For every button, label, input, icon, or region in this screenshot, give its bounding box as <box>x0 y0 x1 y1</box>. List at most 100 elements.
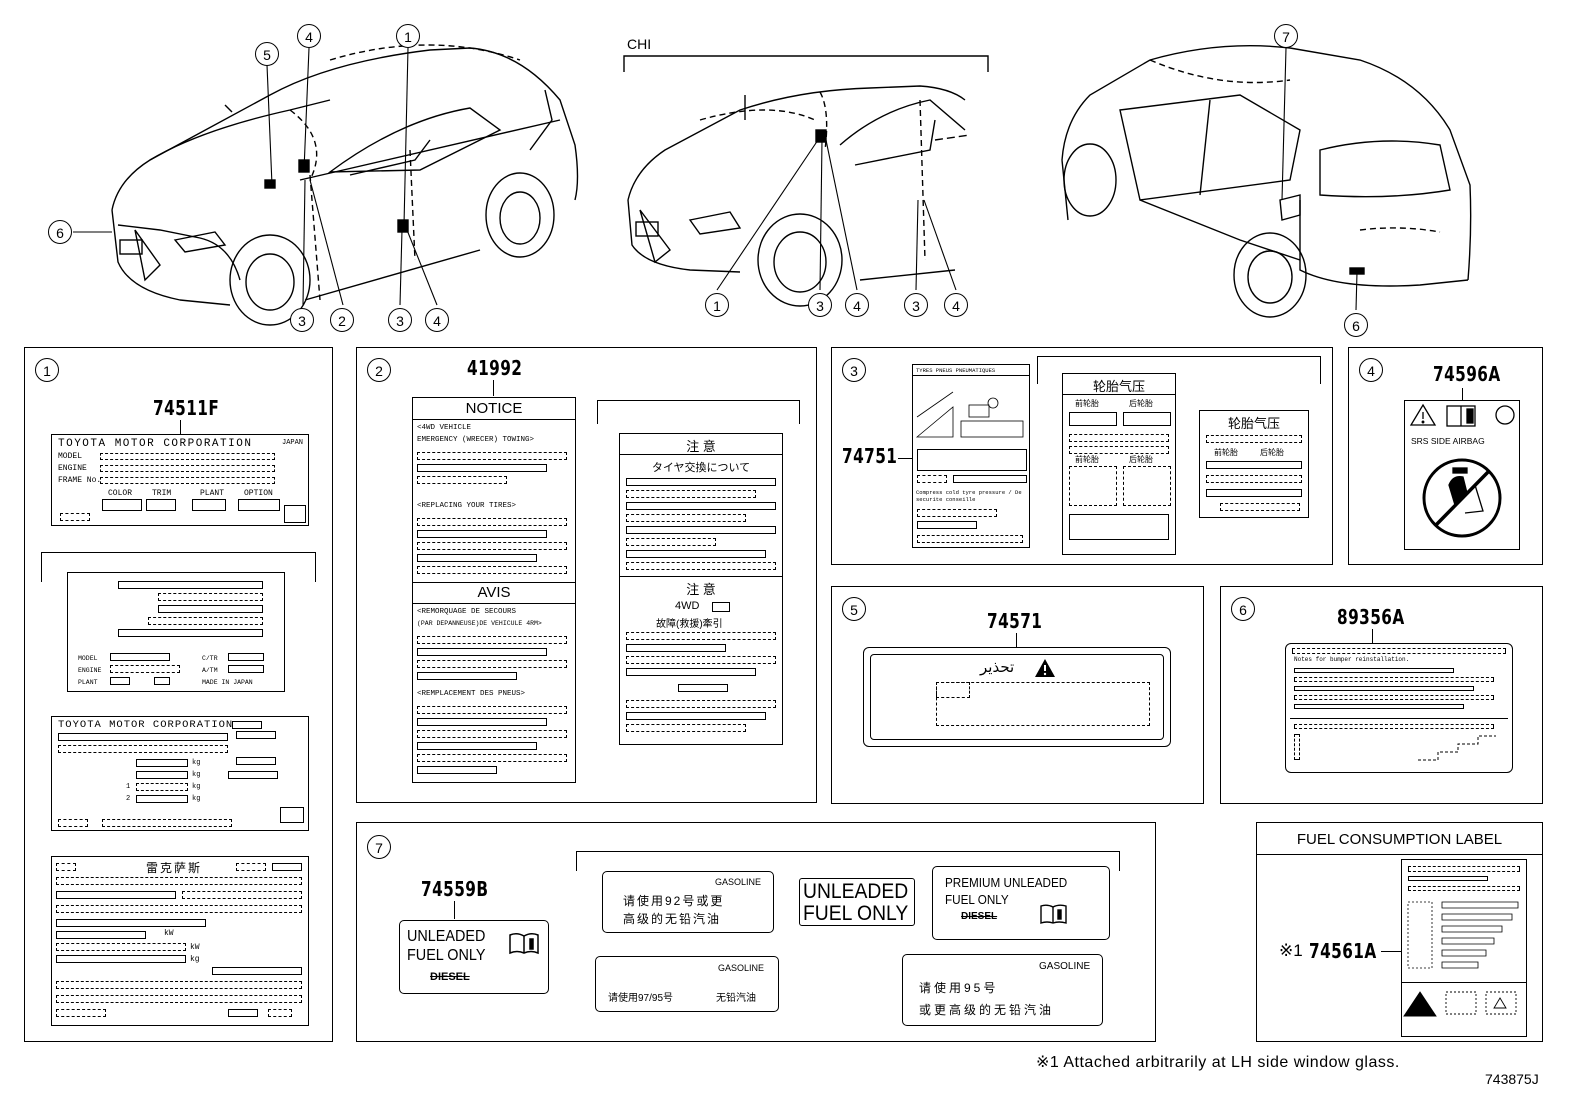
plate4-kw-2: kW <box>190 943 200 952</box>
arabic-warning-text: تحذير <box>980 659 1015 676</box>
unleaded-l1: UNLEADED <box>407 928 486 945</box>
part-number-74596a: 74596A <box>1433 362 1501 386</box>
tire-label-head: TYRES PNEUS PNEUMATIQUES <box>916 367 996 374</box>
part-number-74511f: 74511F <box>153 396 220 420</box>
vin-field-model: MODEL <box>58 452 83 461</box>
avis-line-1: <REMORQUAGE DE SECOURS <box>417 608 517 616</box>
panel-4: 4 74596A SRS SIDE AIRBAG <box>1348 347 1543 565</box>
car-front-left-view <box>111 44 579 326</box>
gas2-line-2: 无铅汽油 <box>716 993 756 1004</box>
callout-2-car1: 2 <box>330 308 354 332</box>
vin-col-plant: PLANT <box>200 489 225 498</box>
notice-line-3: <REPLACING YOUR TIRES> <box>417 502 517 510</box>
gasoline-label-95: GASOLINE 请使用95号 或更高级的无铅汽油 <box>902 954 1103 1026</box>
panel-5: 5 74571 تحذير <box>831 586 1204 804</box>
cn-notice-h1: 注 意 <box>686 439 716 454</box>
notice-line-1: <4WD VEHICLE <box>417 424 472 432</box>
plate2-plant: PLANT <box>78 679 98 686</box>
part-number-74751: 74751 <box>842 444 898 468</box>
callout-7-car3: 7 <box>1274 24 1298 48</box>
panel-5-badge: 5 <box>842 597 866 621</box>
notice-line-2: EMERGENCY (WRECER) TOWING> <box>417 436 535 444</box>
part-number-74561a: 74561A <box>1309 939 1377 963</box>
cn-notice-h2: 注 意 <box>686 582 716 597</box>
notice-title: NOTICE <box>465 400 523 417</box>
plate3-maker: TOYOTA MOTOR CORPORATION <box>58 719 234 731</box>
plate3-row-2: 2 <box>126 795 131 803</box>
gas3-line-2: 或更高级的无铅汽油 <box>919 1003 1055 1017</box>
vin-col-color: COLOR <box>108 489 133 498</box>
vin-field-engine: ENGINE <box>58 464 87 473</box>
callout-4-car1: 4 <box>297 24 321 48</box>
srs-icons <box>1409 403 1515 538</box>
tire-label-text: Compress cold tyre pressure / De securit… <box>916 489 1022 503</box>
notice-label: NOTICE <4WD VEHICLE EMERGENCY (WRECER) T… <box>412 397 576 783</box>
plate2-made-in-japan: MADE IN JAPAN <box>202 679 253 686</box>
manual-book-icon <box>1040 904 1067 924</box>
plate-2: MODEL ENGINE PLANT C/TR A/TM MADE IN JAP… <box>67 572 285 692</box>
plate4-kw-1: kW <box>164 929 174 938</box>
part-number-41992: 41992 <box>467 356 523 380</box>
callout-3b-car1: 3 <box>388 308 412 332</box>
plate-4-cn: 雷克萨斯 kW kW kg <box>51 856 309 1026</box>
vin-col-option: OPTION <box>244 489 273 498</box>
fuel-footnote-mark: ※1 <box>1279 941 1303 960</box>
panel-7: 7 74559B UNLEADED FUEL ONLY DIESEL GASOL… <box>356 822 1156 1042</box>
plate3-kg-3: kg <box>192 783 201 791</box>
gas3-title: GASOLINE <box>1039 961 1091 972</box>
plate2-atm: A/TM <box>202 667 218 674</box>
panel-6: 6 89356A Notes for bumper reinstallation… <box>1220 586 1543 804</box>
unleaded-fuel-label: UNLEADED FUEL ONLY DIESEL <box>399 920 549 994</box>
tire-cn-small-front: 前轮胎 <box>1214 448 1238 457</box>
fuel-consumption-title: FUEL CONSUMPTION LABEL <box>1296 831 1503 848</box>
drawing-id: 743875J <box>1485 1071 1539 1087</box>
callout-4b-car2: 4 <box>944 293 968 317</box>
unleaded-l2: FUEL ONLY <box>407 947 486 964</box>
no-child-seat-icon <box>1422 458 1502 538</box>
gas1-line-1: 请使用92号或更 <box>623 894 725 908</box>
footnote: ※1 Attached arbitrarily at LH side windo… <box>1036 1054 1400 1071</box>
part-number-74571: 74571 <box>987 609 1043 633</box>
tire-cn-title: 轮胎气压 <box>1092 379 1145 394</box>
premium-unleaded-label: PREMIUM UNLEADED FUEL ONLY DIESEL <box>932 866 1110 940</box>
plate3-row-1: 1 <box>126 783 131 791</box>
warning-triangle-icon <box>1409 403 1437 426</box>
cn-notice-4wd: 4WD <box>675 600 700 612</box>
car-chi-view <box>623 55 989 307</box>
premium-l1: PREMIUM UNLEADED <box>945 875 1068 890</box>
tire-label-en: TYRES PNEUS PNEUMATIQUES Compress cold t… <box>912 364 1030 548</box>
panel-4-badge: 4 <box>1359 358 1383 382</box>
tire-cn-front-2: 前轮胎 <box>1075 455 1099 464</box>
panel-fuel-consumption: FUEL CONSUMPTION LABEL ※1 74561A <box>1256 822 1543 1042</box>
panel-6-badge: 6 <box>1231 597 1255 621</box>
tire-diagram <box>915 391 1024 438</box>
panel-3-badge: 3 <box>842 358 866 382</box>
plate2-model: MODEL <box>78 655 98 662</box>
bumper-note-text: Notes for bumper reinstallation. <box>1294 656 1410 663</box>
callout-4b-car1: 4 <box>425 308 449 332</box>
plate-3: TOYOTA MOTOR CORPORATION kg kg 1 kg 2 kg <box>51 716 309 831</box>
panel-3: 3 74751 TYRES PNEUS PNEUMATIQUES Compres… <box>831 347 1333 565</box>
vin-field-frame: FRAME No. <box>58 476 102 485</box>
avis-line-2: (PAR DEPANNEUSE)DE VEHICULE 4RM> <box>417 620 542 627</box>
panel-1: 1 74511F TOYOTA MOTOR CORPORATION JAPAN … <box>24 347 333 1042</box>
callout-3a-car1: 3 <box>290 308 314 332</box>
plate2-engine: ENGINE <box>78 667 102 674</box>
panel-1-badge: 1 <box>35 358 59 382</box>
big-unleaded-l2: FUEL ONLY <box>803 902 909 925</box>
tire-cn-front: 前轮胎 <box>1075 399 1099 408</box>
callout-6-car3: 6 <box>1344 313 1368 337</box>
tire-cn-rear-2: 后轮胎 <box>1129 455 1153 464</box>
gasoline-label-97-95: GASOLINE 请使用97/95号 无铅汽油 <box>595 956 779 1012</box>
tire-cn-small-title: 轮胎气压 <box>1227 416 1280 431</box>
tire-cn-small-rear: 后轮胎 <box>1260 448 1284 457</box>
tire-label-cn-large: 轮胎气压 前轮胎 后轮胎 前轮胎 后轮胎 <box>1062 373 1176 555</box>
arabic-warning-label: تحذير <box>863 647 1171 747</box>
plate3-kg-2: kg <box>192 771 201 779</box>
vin-maker: TOYOTA MOTOR CORPORATION <box>58 438 253 450</box>
warning-triangle-icon <box>1035 659 1055 677</box>
callout-3b-car2: 3 <box>904 293 928 317</box>
diesel-crossed: DIESEL <box>430 971 470 983</box>
circle-icon <box>1495 405 1515 425</box>
callout-4a-car2: 4 <box>845 293 869 317</box>
